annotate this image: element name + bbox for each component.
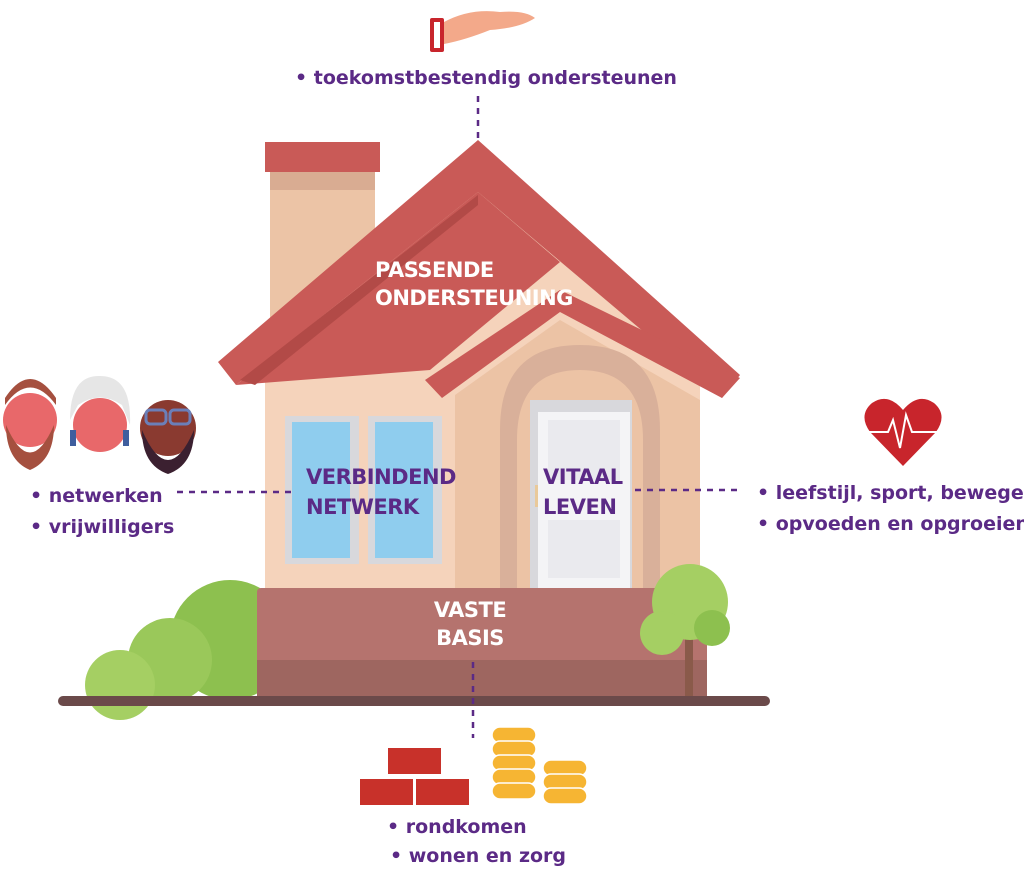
top-label: • toekomstbestendig ondersteunen [295,67,677,89]
windows [285,416,442,564]
heartbeat-icon [864,398,942,466]
roof-label-line2: ONDERSTEUNING [375,286,573,310]
bricks-and-coins-icon [360,726,588,805]
windows-label-line1: VERBINDEND [306,465,456,489]
ground-line [58,696,770,706]
bottom-item-2: • wonen en zorg [390,845,566,867]
door-label-line2: LEVEN [543,495,616,519]
people-faces-icon [3,375,196,474]
tree [640,564,730,698]
left-item-1: • netwerken [30,485,163,507]
roof [218,140,740,398]
windows-label-line2: NETWERK [306,495,420,519]
door[interactable] [500,345,660,595]
base-label-line1: VASTE [434,598,506,622]
house-base [257,588,707,698]
bottom-item-1: • rondkomen [387,816,527,838]
right-item-1: • leefstijl, sport, bewegen [757,482,1024,504]
roof-label-line1: PASSENDE [375,258,494,282]
left-item-2: • vrijwilligers [30,516,174,538]
door-label-line1: VITAAL [543,465,623,489]
supporting-hand-icon [430,11,535,52]
base-label-line2: BASIS [436,626,504,650]
right-item-2: • opvoeden en opgroeien [757,513,1024,535]
